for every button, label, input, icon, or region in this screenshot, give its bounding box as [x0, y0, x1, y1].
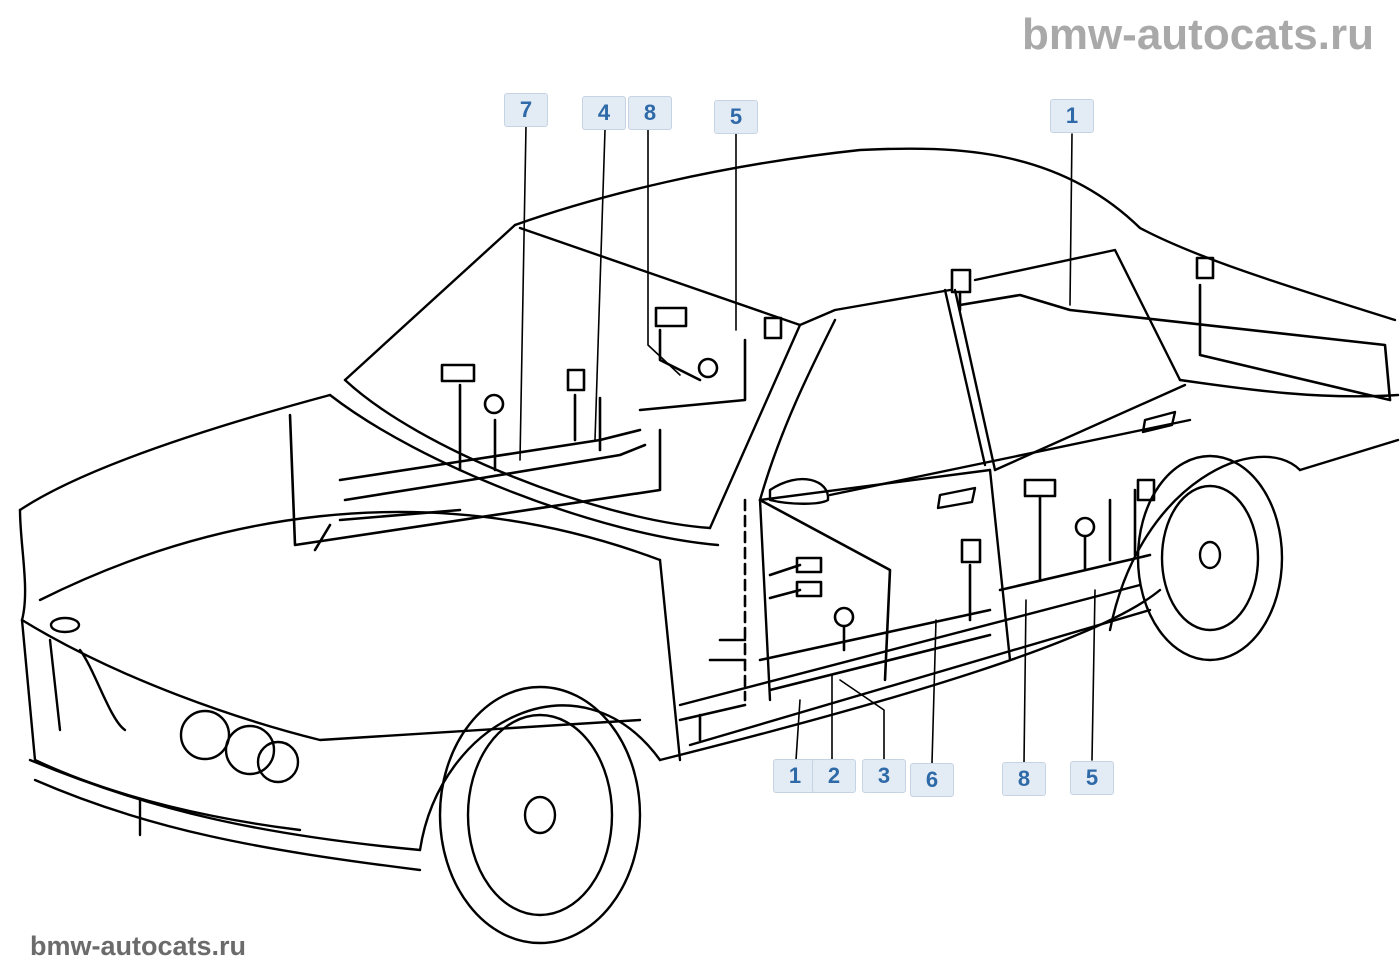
wiring-harness — [288, 256, 1392, 742]
callout-bottom-2[interactable]: 2 — [812, 759, 856, 793]
callout-top-7[interactable]: 7 — [504, 93, 548, 127]
watermark-top: bmw-autocats.ru — [1021, 10, 1374, 59]
callout-leader-lines — [519, 125, 1096, 764]
callout-bottom-3[interactable]: 3 — [862, 759, 906, 793]
car-body-outline — [18, 147, 1400, 945]
callout-bottom-1[interactable]: 1 — [773, 759, 817, 793]
watermark-bottom: bmw-autocats.ru — [30, 931, 247, 961]
callout-bottom-6[interactable]: 6 — [910, 763, 954, 797]
callout-bottom-5[interactable]: 5 — [1070, 761, 1114, 795]
callout-bottom-8[interactable]: 8 — [1002, 762, 1046, 796]
callout-top-4[interactable]: 4 — [582, 96, 626, 130]
callout-top-5[interactable]: 5 — [714, 100, 758, 134]
callout-top-8[interactable]: 8 — [628, 96, 672, 130]
callout-top-1[interactable]: 1 — [1050, 99, 1094, 133]
